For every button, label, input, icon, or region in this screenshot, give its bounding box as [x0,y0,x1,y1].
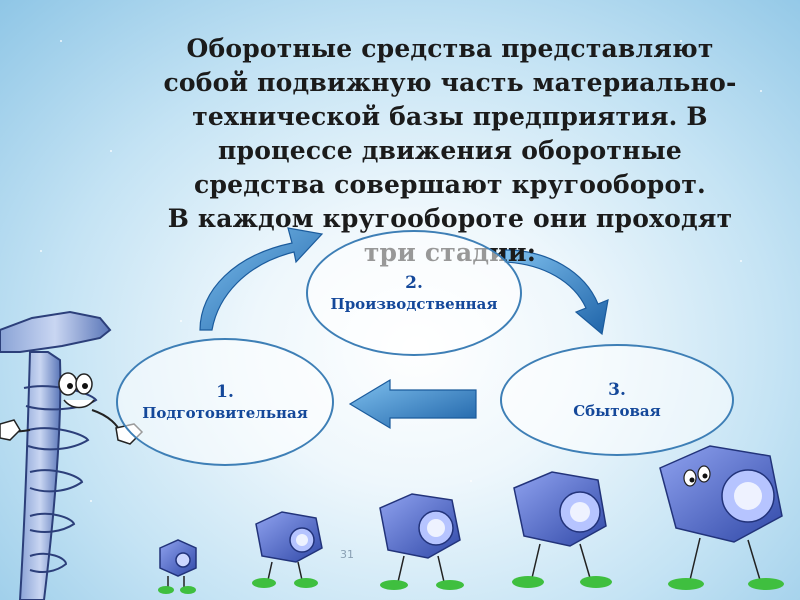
cycle-arrow-icon [199,227,324,331]
cycle-arrow-icon [348,378,477,430]
stage-number: 2. [405,273,423,293]
heading-line: Оборотные средства представляют [186,34,714,63]
nut-character [158,539,197,594]
heading-line: технической базы предприятия. В [192,102,708,131]
heading-line: средства совершают кругооборот. [194,170,706,199]
nut-character [512,471,612,588]
nut-character [379,493,464,590]
slide-heading: Оборотные средства представляют собой по… [140,32,760,270]
nut-character [252,511,323,588]
screw-character [0,310,144,600]
stage-production: 2. Производственная [306,230,522,356]
stage-number: 1. [216,382,234,402]
cycle-arrow-icon [504,249,609,336]
heading-line: В каждом кругообороте они проходят [167,204,733,233]
stage-label: Сбытовая [573,402,661,420]
heading-line: процессе движения оборотные [218,136,682,165]
nut-character [659,445,784,590]
stage-label: Производственная [330,295,498,313]
stage-label: Подготовительная [142,404,308,422]
stage-preparatory: 1. Подготовительная [116,338,334,466]
stage-number: 3. [608,380,626,400]
page-number: 31 [340,548,354,561]
stage-sales: 3. Сбытовая [500,344,734,456]
heading-line: собой подвижную часть материально- [163,68,737,97]
